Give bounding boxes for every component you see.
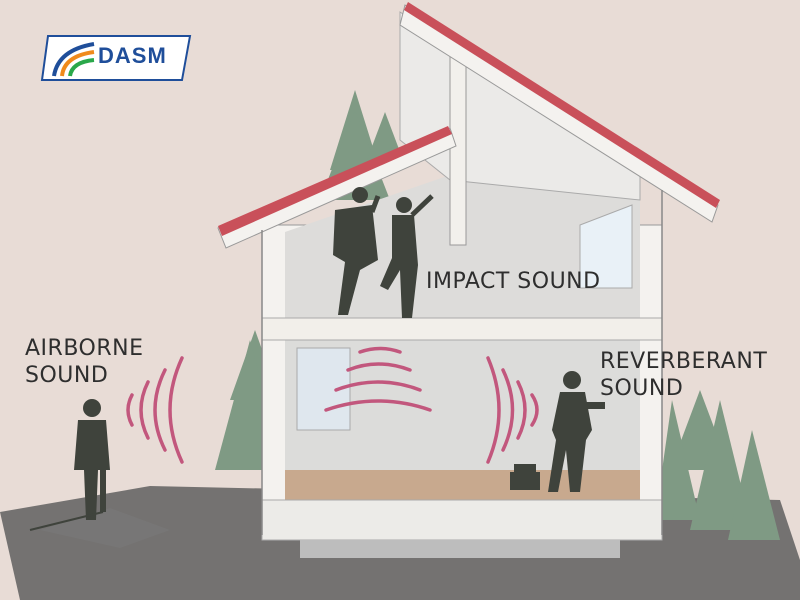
driller-silhouette bbox=[548, 371, 605, 492]
reverberant-sound-label: REVERBERANT SOUND bbox=[600, 348, 767, 402]
impact-sound-label: IMPACT SOUND bbox=[426, 269, 601, 294]
reverberant-line1: REVERBERANT bbox=[600, 349, 768, 374]
reverberant-line2: SOUND bbox=[600, 376, 684, 401]
lower-window bbox=[296, 347, 351, 431]
worker-jackhammer-silhouette bbox=[29, 399, 110, 531]
foundation bbox=[261, 499, 663, 541]
reverberant-sound-waves bbox=[486, 356, 539, 464]
airborne-line1: AIRBORNE bbox=[25, 336, 144, 361]
dancers-silhouette bbox=[333, 187, 434, 318]
airborne-sound-waves bbox=[126, 356, 184, 464]
right-roof-edge bbox=[404, 2, 720, 208]
floor-slab bbox=[261, 317, 663, 341]
upper-window bbox=[579, 204, 633, 289]
airborne-line2: SOUND bbox=[25, 363, 109, 388]
lower-floor bbox=[285, 470, 640, 500]
toolbox bbox=[510, 464, 540, 490]
dasm-logo bbox=[40, 35, 192, 81]
left-roof-edge bbox=[218, 126, 452, 236]
logo-text: DASM bbox=[98, 43, 167, 68]
logo-container: DASM bbox=[42, 34, 192, 80]
airborne-sound-label: AIRBORNE SOUND bbox=[25, 335, 144, 389]
impact-sound-waves bbox=[324, 346, 432, 412]
